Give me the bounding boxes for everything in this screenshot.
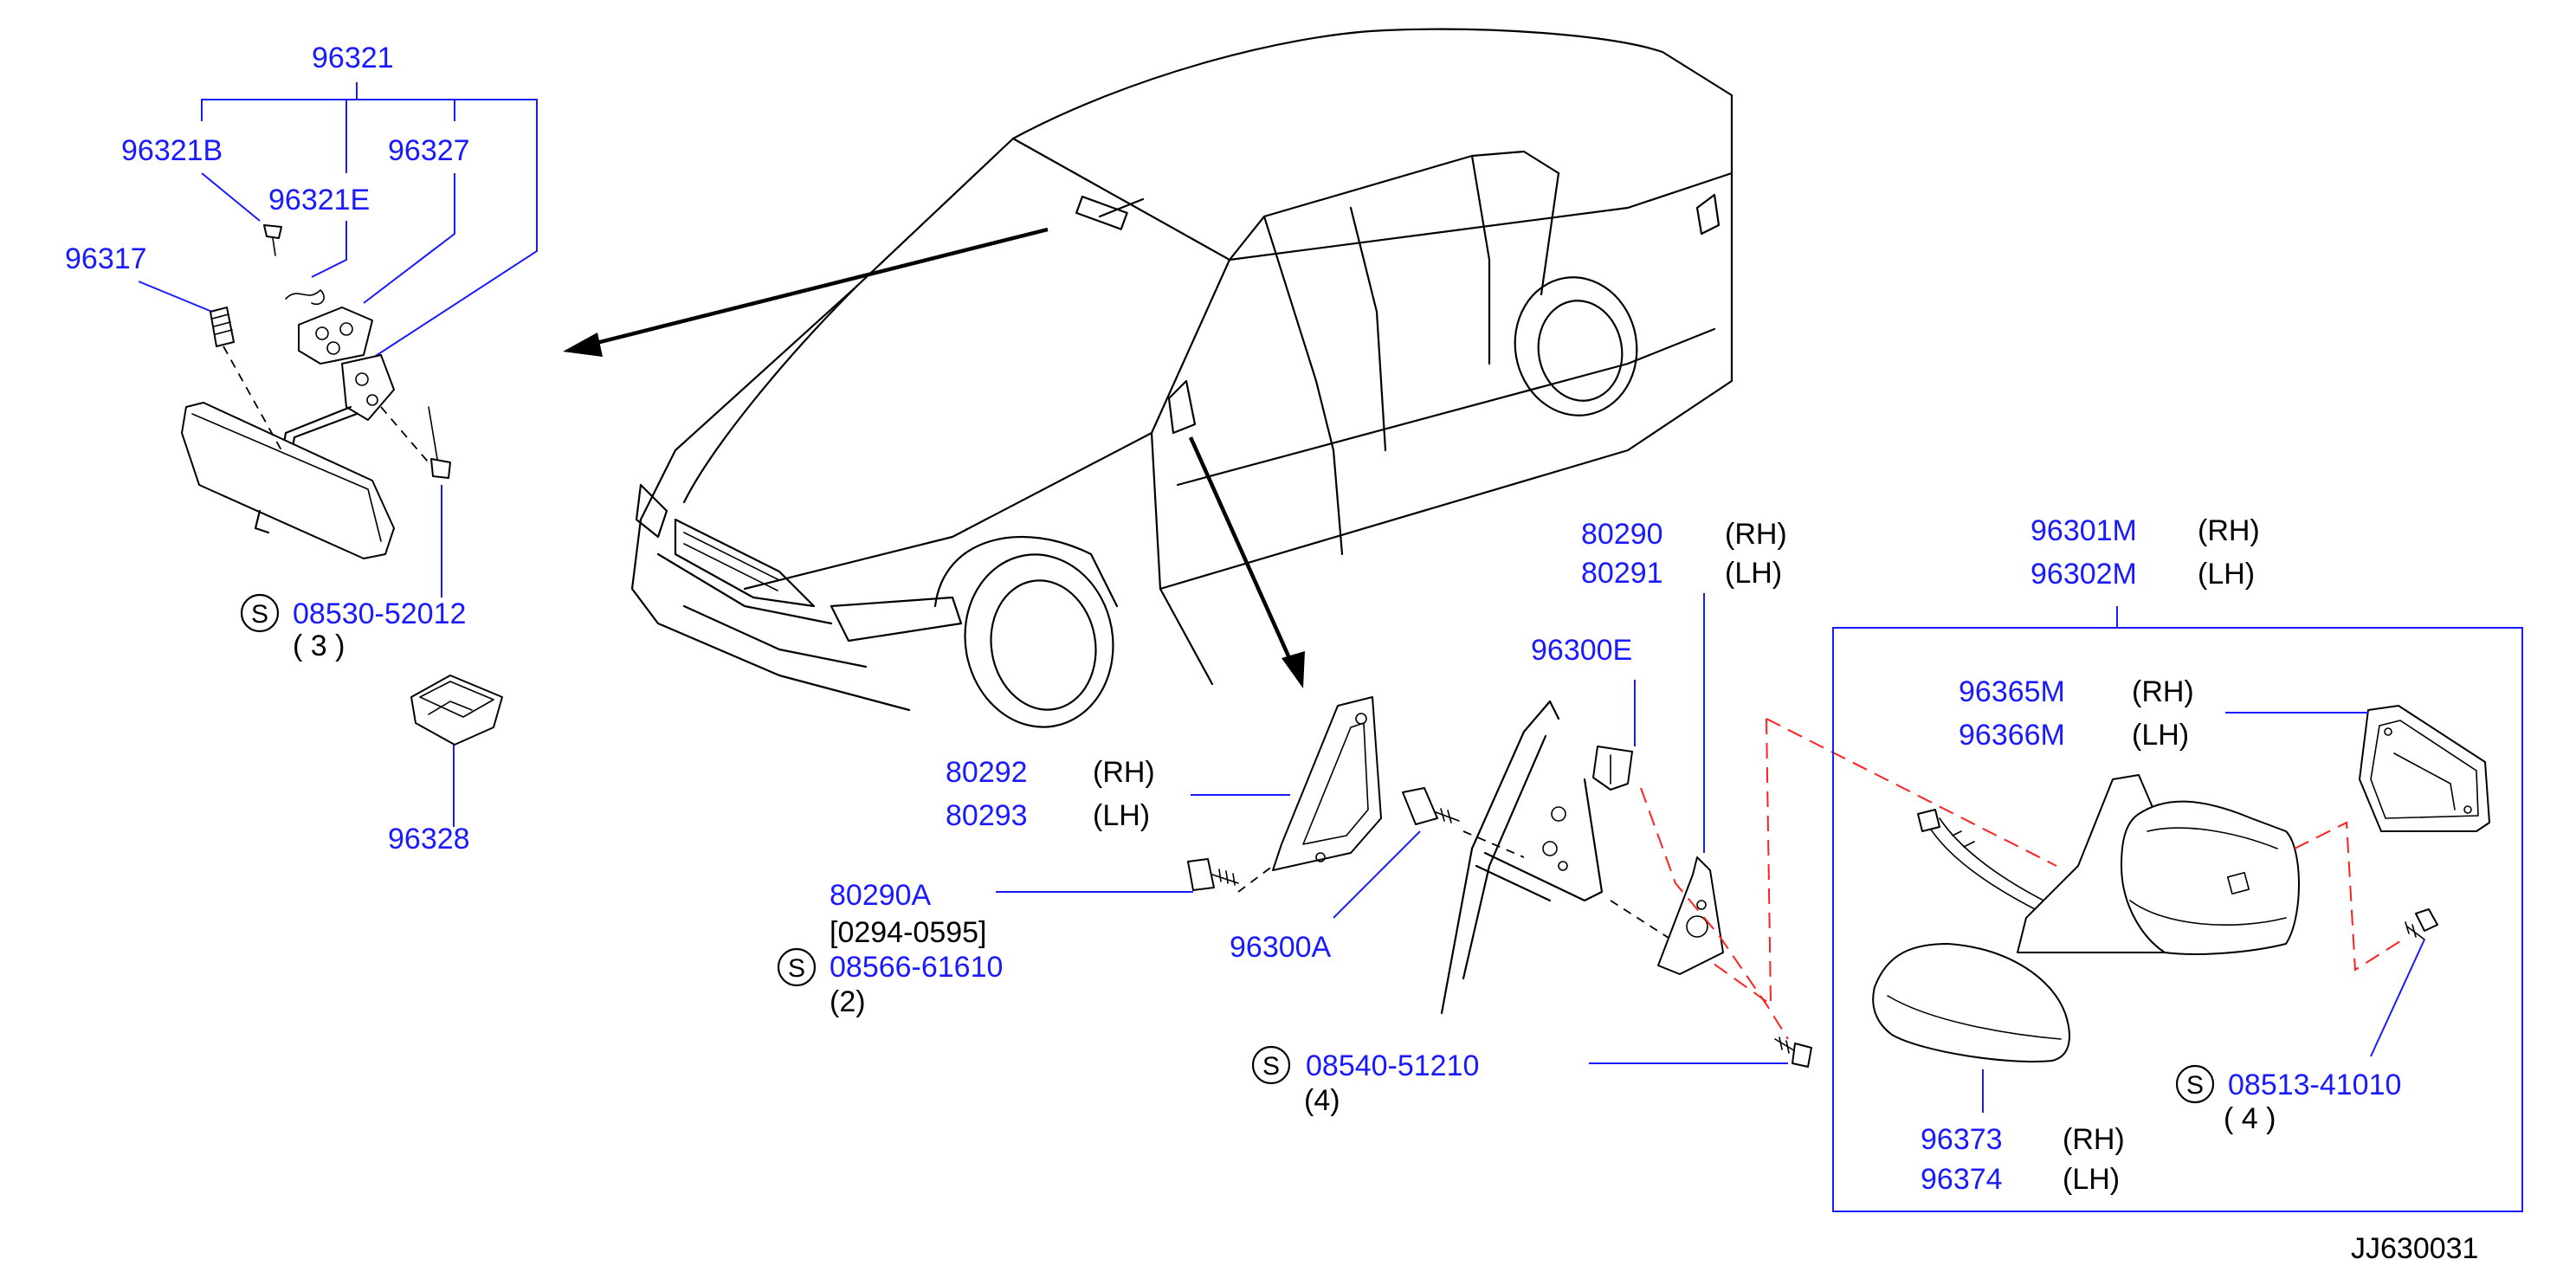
side-80291: (LH): [1725, 557, 1782, 590]
inner-mirror-group: [138, 82, 538, 827]
side-80290: (RH): [1725, 518, 1787, 551]
cover-96327: [298, 307, 373, 365]
car-illustration: [630, 28, 1733, 728]
side-96365m: (RH): [2132, 675, 2194, 708]
std-symbol: S: [2186, 1071, 2204, 1100]
range-80290a: [0294-0595]: [830, 916, 987, 949]
clip-96321e: [285, 289, 325, 306]
screw-96321b: [263, 224, 282, 256]
label-96300e: 96300E: [1531, 634, 1632, 667]
std-symbol: S: [251, 600, 268, 629]
label-80290a: 80290A: [830, 879, 932, 912]
label-96302m: 96302M: [2030, 558, 2137, 591]
label-96301m: 96301M: [2030, 514, 2137, 547]
screw-08513: [2405, 908, 2438, 940]
std-symbol: S: [788, 954, 805, 983]
door-frame: [1440, 700, 1604, 1015]
label-08513-41010: 08513-41010: [2228, 1069, 2401, 1101]
diagram-code: JJ630031: [2351, 1232, 2478, 1265]
inner-mirror-body: [181, 402, 395, 559]
spring-96317: [210, 307, 235, 347]
label-80290: 80290: [1581, 518, 1663, 551]
label-08566-61610: 08566-61610: [830, 951, 1003, 984]
cover-96328: [410, 675, 503, 746]
label-96366m: 96366M: [1959, 719, 2065, 752]
arrow-head-down: [1282, 651, 1305, 688]
pointer-arrows: [563, 227, 1305, 688]
label-96328: 96328: [388, 823, 470, 856]
label-08530-52012: 08530-52012: [293, 597, 466, 630]
mirror-housing: [2017, 774, 2300, 955]
std-symbol: S: [1262, 1052, 1280, 1081]
screw-08540: [1774, 1036, 1812, 1068]
label-96321e: 96321E: [268, 184, 370, 216]
mirror-assy-box: [1832, 627, 2523, 1212]
bolt-96300a: [1402, 787, 1460, 825]
label-80291: 80291: [1581, 557, 1663, 590]
label-96365m: 96365M: [1959, 675, 2065, 708]
wire-harness: [1917, 809, 2053, 914]
qty-08513: ( 4 ): [2224, 1102, 2276, 1135]
finisher-80292: [1272, 696, 1382, 871]
side-96374: (LH): [2063, 1163, 2120, 1196]
side-80292: (RH): [1093, 756, 1155, 789]
label-96300a: 96300A: [1230, 931, 1332, 964]
mirror-glass-96365m: [2359, 705, 2490, 832]
label-96373: 96373: [1921, 1123, 2003, 1156]
side-96373: (RH): [2063, 1123, 2125, 1156]
mirror-cover-96373: [1872, 943, 2070, 1062]
label-80292: 80292: [946, 756, 1028, 789]
arrow-head-left: [563, 333, 603, 357]
qty-08530: ( 3 ): [293, 630, 345, 662]
side-96301m: (RH): [2198, 514, 2260, 547]
side-96366m: (LH): [2132, 719, 2189, 752]
clip-96300e: [1592, 746, 1633, 791]
screw-08530: [428, 406, 451, 479]
clip-80290a: [1187, 858, 1239, 891]
door-corner-group: [996, 593, 2057, 1068]
mirror-base: [341, 354, 395, 421]
qty-08540: (4): [1304, 1084, 1340, 1117]
label-80293: 80293: [946, 799, 1028, 832]
qty-08566: (2): [830, 985, 866, 1018]
outside-mirror-group: [1832, 606, 2523, 1212]
label-96317: 96317: [65, 242, 147, 275]
labels: 96321 96321B 96327 96321E 96317 S 08530-…: [65, 42, 2478, 1265]
label-96321: 96321: [312, 42, 394, 74]
label-96327: 96327: [388, 134, 470, 167]
label-96374: 96374: [1921, 1163, 2003, 1196]
label-96321b: 96321B: [121, 134, 223, 167]
side-80293: (LH): [1093, 799, 1150, 832]
side-96302m: (LH): [2198, 558, 2255, 591]
label-08540-51210: 08540-51210: [1306, 1049, 1479, 1082]
baseplate-80290: [1657, 856, 1724, 975]
